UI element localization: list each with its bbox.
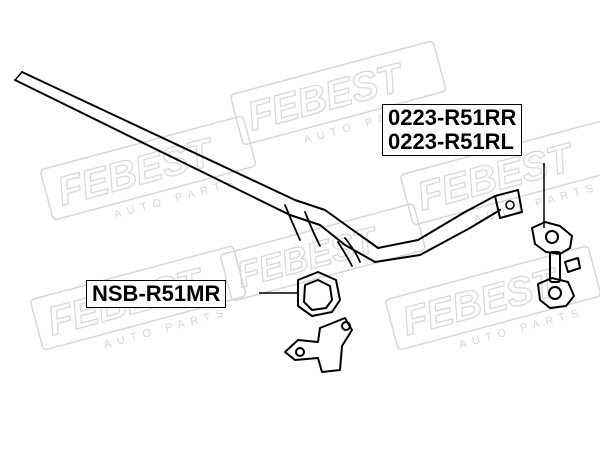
link-part-number-box: 0223-R51RR 0223-R51RL: [382, 104, 523, 156]
bushing-part-number: NSB-R51MR: [92, 281, 221, 306]
watermark-logo: FEBEST: [220, 203, 426, 302]
watermark-logo: FEBEST AUTO PARTS: [40, 115, 257, 221]
leader-lines: [259, 163, 545, 294]
watermark-brand: FEBEST: [398, 260, 565, 344]
watermark-brand: FEBEST: [53, 130, 220, 214]
stabilizer-bar: [14, 71, 523, 267]
bushing-bracket: [284, 271, 353, 373]
link-part-number-1: 0223-R51RR: [388, 105, 517, 130]
bushing-part-number-box: NSB-R51MR: [86, 280, 227, 308]
watermark-logo: FEBEST AUTO PARTS: [385, 245, 600, 351]
link-part-number-2: 0223-R51RL: [388, 129, 514, 154]
stabilizer-link: [531, 221, 581, 309]
